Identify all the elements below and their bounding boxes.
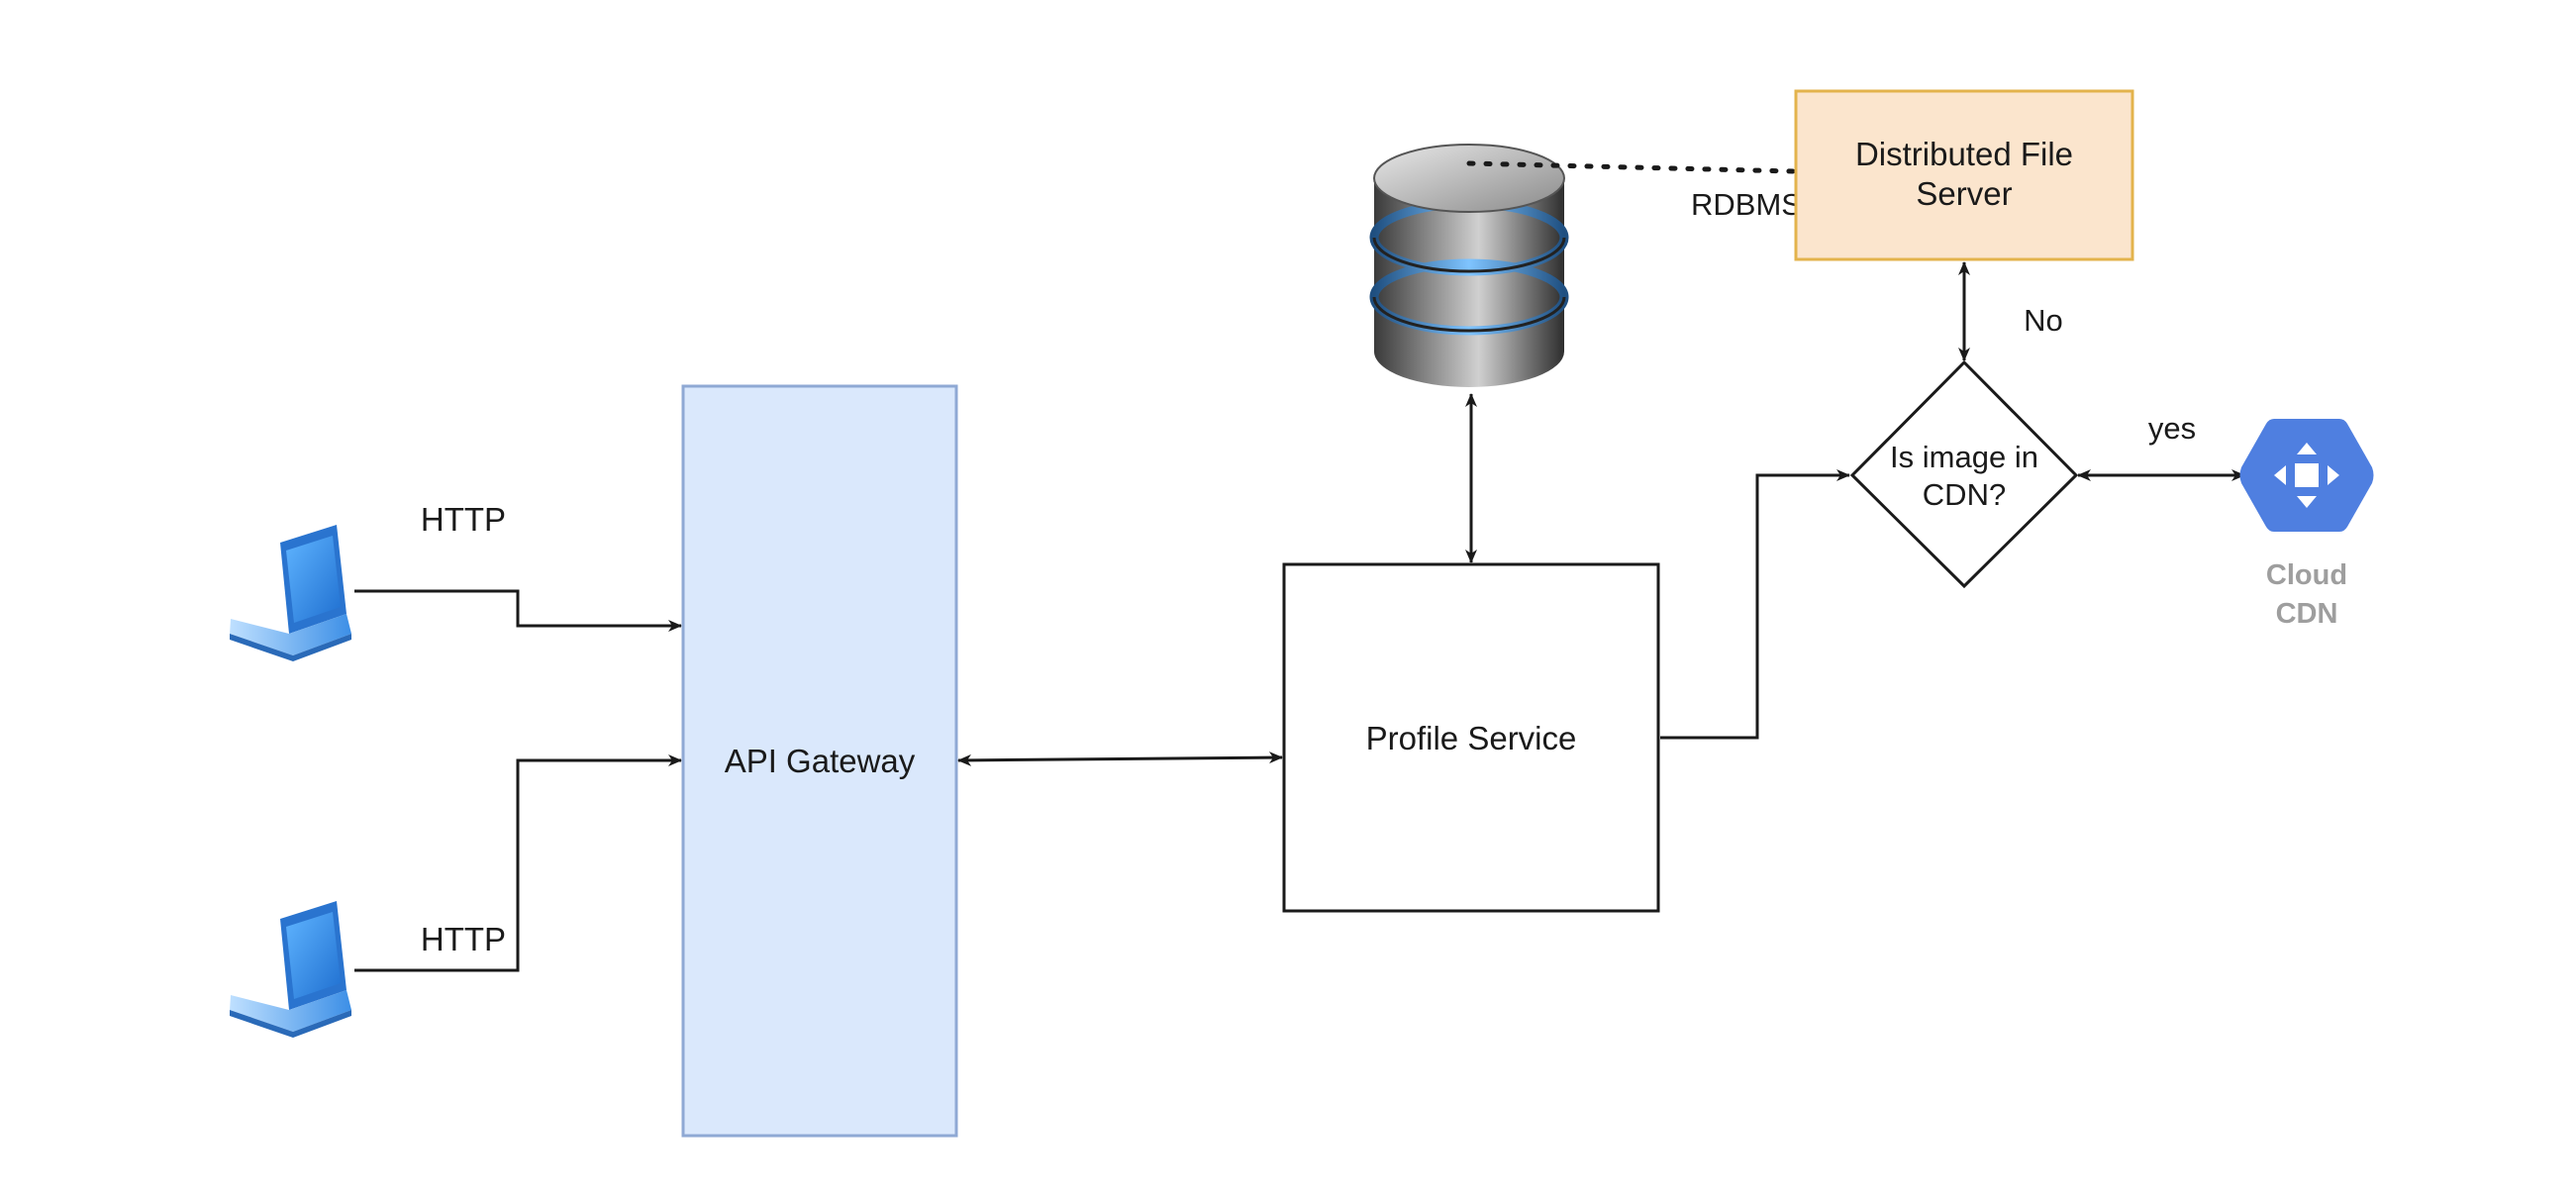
database-node[interactable]: RDBMS	[1369, 144, 1802, 387]
edge-gateway-profile	[957, 752, 1283, 766]
cloud-cdn-label-line1: Cloud	[2266, 559, 2347, 591]
decision-node[interactable]: Is image in CDN?	[1849, 359, 2079, 589]
api-gateway-label: API Gateway	[725, 743, 916, 779]
client-laptop-2	[230, 901, 351, 1038]
edge-client2-gateway: HTTP	[354, 754, 682, 972]
edge-label-yes: yes	[2148, 411, 2196, 446]
edge-label-http-1: HTTP	[421, 501, 506, 538]
client-laptop-1	[230, 525, 351, 661]
cloud-cdn-icon	[2239, 419, 2374, 532]
cloud-cdn-label-line2: CDN	[2276, 598, 2338, 630]
edge-client1-gateway: HTTP	[354, 501, 682, 632]
decision-label-line2: CDN?	[1923, 477, 2006, 512]
database-label: RDBMS	[1691, 187, 1802, 222]
edge-label-http-2: HTTP	[421, 921, 506, 957]
laptop-icon	[230, 525, 351, 661]
edge-database-fileserver	[1466, 160, 1796, 174]
laptop-icon	[230, 901, 351, 1038]
profile-service-label: Profile Service	[1366, 720, 1577, 756]
cloud-cdn-node[interactable]: Cloud CDN	[2239, 419, 2374, 630]
api-gateway-node[interactable]: API Gateway	[681, 384, 958, 1138]
edge-decision-cdn: yes	[2077, 411, 2245, 481]
edge-fileserver-decision: No	[1958, 261, 2063, 361]
edge-label-no: No	[2024, 303, 2063, 338]
file-server-node[interactable]: Distributed File Server	[1794, 89, 2134, 261]
file-server-label-line2: Server	[1916, 175, 2012, 212]
file-server-label-line1: Distributed File	[1855, 136, 2073, 172]
database-icon	[1369, 144, 1569, 387]
edge-profile-decision	[1660, 469, 1850, 740]
decision-label-line1: Is image in	[1890, 440, 2038, 474]
profile-service-node[interactable]: Profile Service	[1282, 562, 1660, 913]
